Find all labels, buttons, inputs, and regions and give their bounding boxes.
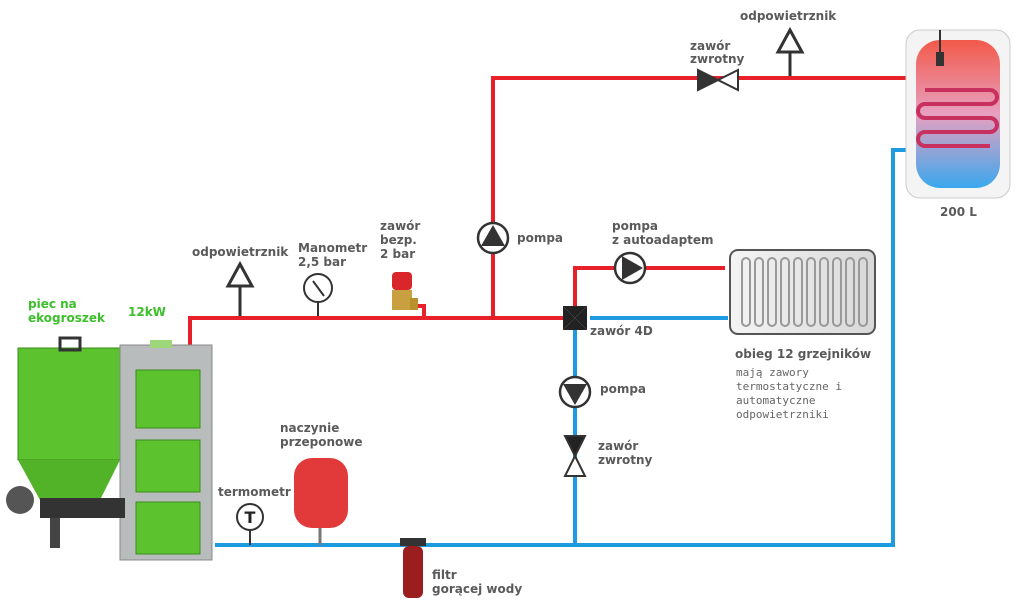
radiator-icon <box>729 249 876 335</box>
vessel-label-1: naczynie <box>280 421 339 435</box>
thermometer-icon: T <box>236 503 264 545</box>
boiler <box>6 336 213 561</box>
safety-label-2: bezp. <box>380 233 417 247</box>
pump-return-icon <box>558 375 592 409</box>
vent-top-label: odpowietrznik <box>740 9 837 23</box>
power-label: 12kW <box>128 305 166 319</box>
pump-auto-label-2: z autoadaptem <box>612 233 714 247</box>
pump-top-icon <box>476 221 510 255</box>
thermometer-label: termometr <box>218 485 291 499</box>
radiators-note-2: termostatyczne i <box>736 380 842 393</box>
safety-label-3: 2 bar <box>380 247 415 261</box>
hot-water-tank <box>905 29 1011 199</box>
check-top-label-1: zawór <box>690 39 730 53</box>
check-top-label-2: zwrotny <box>690 52 745 66</box>
vessel-label-2: przeponowe <box>280 435 362 449</box>
check-return-label-1: zawór <box>598 439 638 453</box>
boiler-label-2: ekogroszek <box>28 311 106 325</box>
valve-4d-label: zawór 4D <box>590 324 653 338</box>
vent-left-label: odpowietrznik <box>192 245 289 259</box>
radiators-note-3: automatyczne <box>736 394 815 407</box>
pump-top-label: pompa <box>517 231 563 245</box>
water-filter-icon <box>400 538 426 598</box>
filter-label-2: gorącej wody <box>432 582 522 596</box>
air-vent-left-icon <box>225 260 255 316</box>
air-vent-top-icon <box>775 26 805 76</box>
check-valve-return-icon <box>563 435 587 477</box>
manometer-icon <box>303 273 333 316</box>
expansion-vessel-icon <box>294 458 348 545</box>
radiators-title: obieg 12 grzejników <box>735 347 871 361</box>
manometer-label-2: 2,5 bar <box>298 255 346 269</box>
tank-label: 200 L <box>940 205 977 219</box>
check-valve-top-icon <box>697 68 739 92</box>
pump-return-label: pompa <box>600 382 646 396</box>
labels: piec na ekogroszek 12kW odpowietrznik Ma… <box>28 9 977 596</box>
radiators-note-1: mają zawory <box>736 366 809 379</box>
pump-autoadapt-icon <box>613 251 647 285</box>
svg-text:T: T <box>245 508 256 527</box>
pump-auto-label-1: pompa <box>612 219 658 233</box>
check-return-label-2: zwrotny <box>598 453 653 467</box>
safety-valve-icon <box>392 272 418 310</box>
filter-label-1: filtr <box>432 568 457 582</box>
safety-label-1: zawór <box>380 219 420 233</box>
manometer-label-1: Manometr <box>298 241 367 255</box>
radiators-note-4: odpowietrzniki <box>736 408 829 421</box>
boiler-label-1: piec na <box>28 297 77 311</box>
four-way-valve-icon <box>563 306 587 330</box>
